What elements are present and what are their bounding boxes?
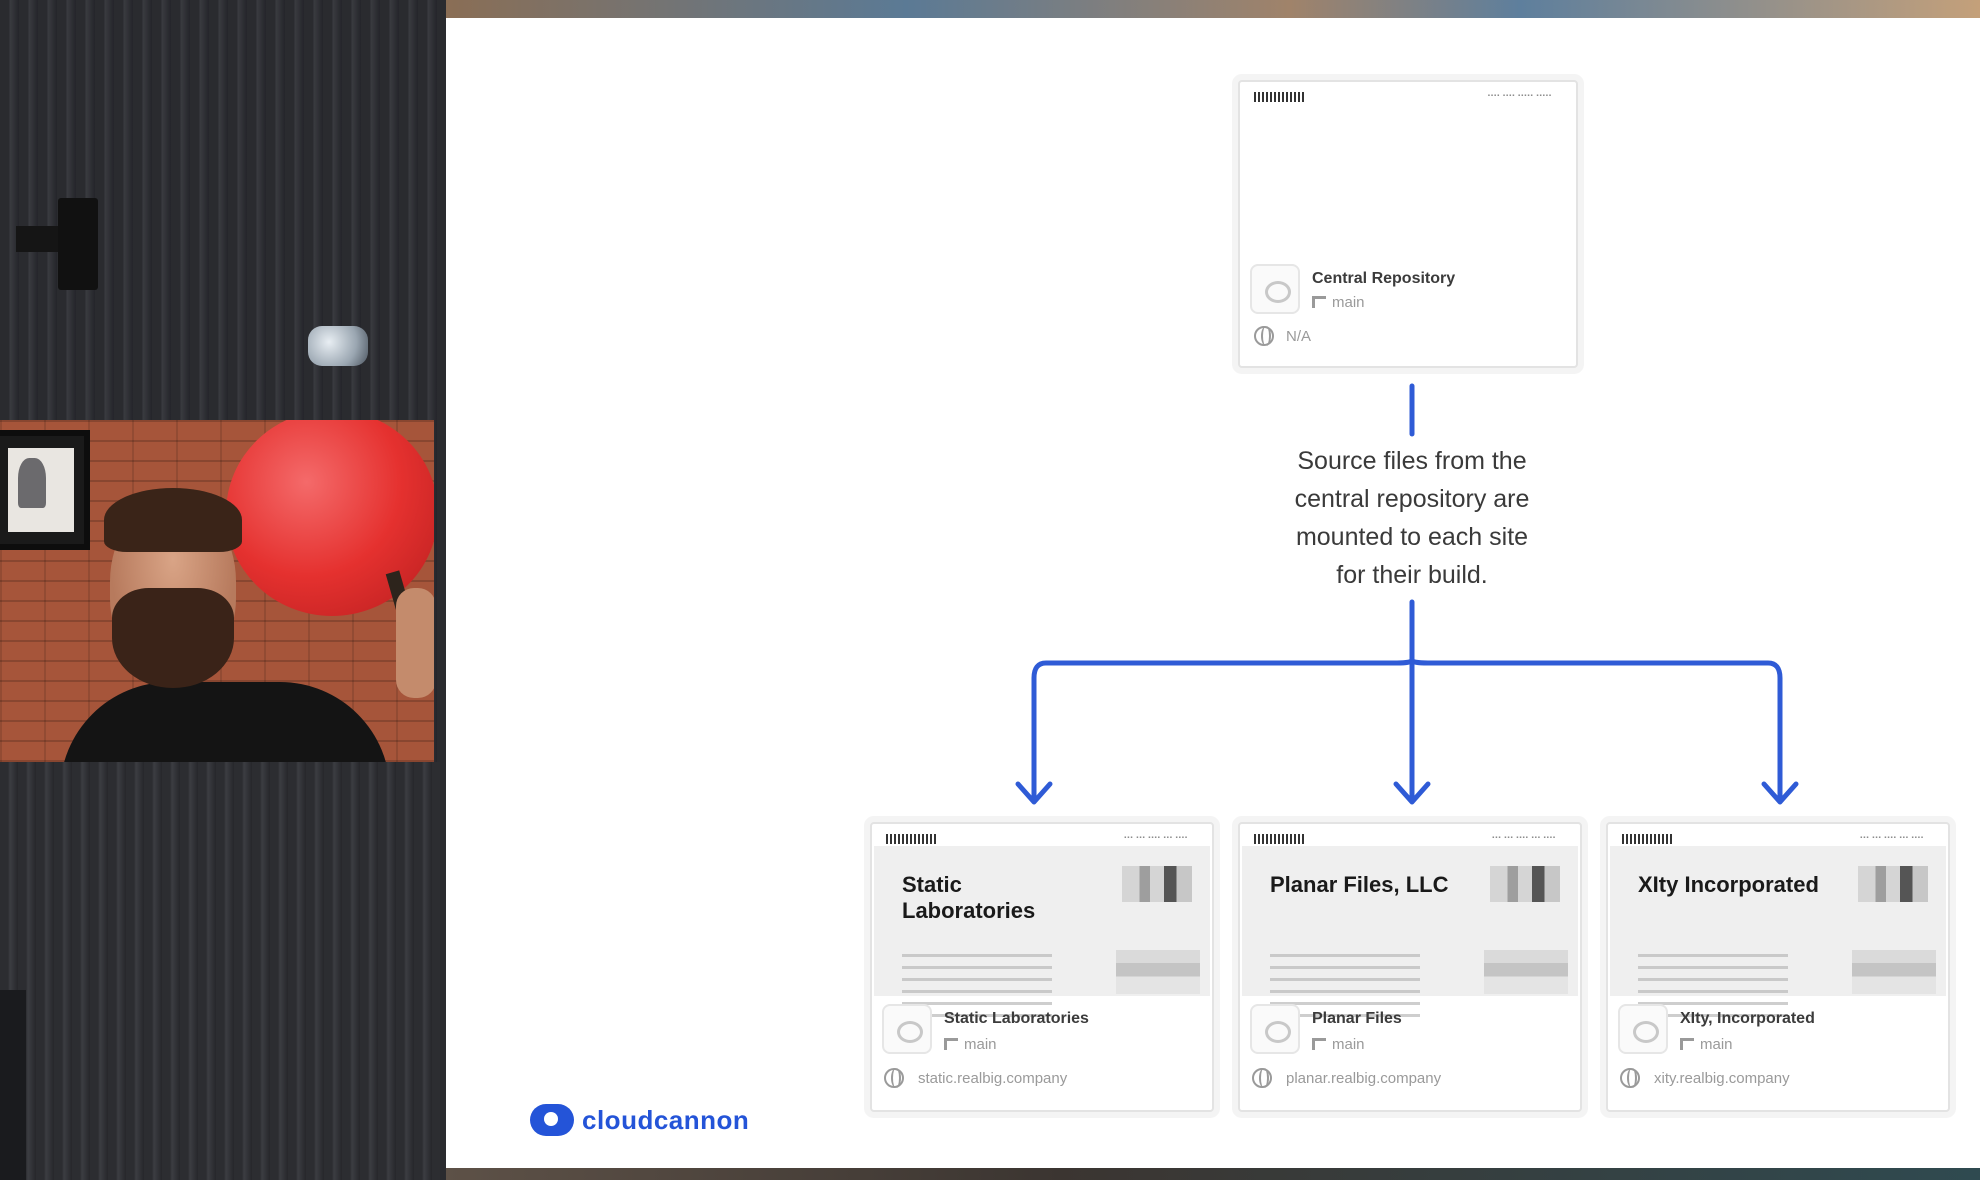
site-nav-bar: ▪▪▪▪ ▪▪▪▪ ▪▪▪▪▪ ▪▪▪▪▪ — [1254, 92, 1562, 108]
branch-name: main — [964, 1036, 997, 1053]
site-url: N/A — [1286, 328, 1312, 345]
site-name: Central Repository — [1312, 270, 1456, 287]
site-name: XIty, Incorporated — [1680, 1010, 1815, 1027]
branch-icon — [944, 1038, 958, 1050]
preview-graphic-lower — [1852, 950, 1936, 994]
branch-name: main — [1332, 294, 1365, 311]
site-card-planar-files[interactable]: ▪▪▪ ▪▪▪ ▪▪▪▪ ▪▪▪ ▪▪▪▪ Planar Files, LLC … — [1238, 822, 1582, 1112]
presenter-hair — [104, 488, 242, 552]
caption-line-4: for their build. — [1336, 561, 1488, 589]
arrowhead-center — [1393, 781, 1431, 805]
branch-name: main — [1332, 1036, 1365, 1053]
video-background-lower — [0, 762, 440, 1180]
site-nav-bar: ▪▪▪ ▪▪▪ ▪▪▪▪ ▪▪▪ ▪▪▪▪ — [1254, 834, 1566, 850]
site-logo-placeholder — [1254, 834, 1304, 844]
presentation-slide: ▪▪▪▪ ▪▪▪▪ ▪▪▪▪▪ ▪▪▪▪▪ Central Repository… — [446, 18, 1980, 1168]
cloudcannon-logo: cloudcannon — [530, 1100, 749, 1140]
site-logo-placeholder — [1622, 834, 1672, 844]
cloudcannon-logo-icon — [530, 1104, 574, 1136]
caption-line-1: Source files from the — [1297, 447, 1527, 475]
preview-graphic — [1122, 866, 1192, 902]
wall-lamp — [58, 198, 98, 290]
site-preview: Planar Files, LLC — [1242, 846, 1578, 1020]
video-background-top-strip — [446, 0, 1980, 18]
nav-links: ▪▪▪ ▪▪▪ ▪▪▪▪ ▪▪▪ ▪▪▪▪ — [1860, 835, 1924, 841]
presenter-shirt — [60, 682, 390, 762]
site-logo-placeholder — [886, 834, 936, 844]
site-name: Planar Files — [1312, 1010, 1402, 1027]
globe-icon — [1620, 1068, 1640, 1088]
preview-title: XIty Incorporated — [1638, 872, 1819, 897]
branch-icon — [1680, 1038, 1694, 1050]
site-name: Static Laboratories — [944, 1010, 1089, 1027]
site-preview: XIty Incorporated — [1610, 846, 1946, 1020]
site-logo-placeholder — [1254, 92, 1304, 102]
site-card-xity-incorporated[interactable]: ▪▪▪ ▪▪▪ ▪▪▪▪ ▪▪▪ ▪▪▪▪ XIty Incorporated … — [1606, 822, 1950, 1112]
site-url: planar.realbig.company — [1286, 1070, 1442, 1087]
branch-icon — [1312, 296, 1326, 308]
preview-graphic-lower — [1484, 950, 1568, 994]
video-background-bottom-strip — [446, 1166, 1980, 1180]
branch-label: main — [1680, 1036, 1733, 1053]
preview-graphic — [1490, 866, 1560, 902]
preview-title: Static Laboratories — [902, 872, 1036, 923]
site-avatar-icon — [882, 1004, 932, 1054]
site-nav-bar: ▪▪▪ ▪▪▪ ▪▪▪▪ ▪▪▪ ▪▪▪▪ — [1622, 834, 1934, 850]
branch-icon — [1312, 1038, 1326, 1050]
stool — [0, 990, 26, 1180]
arrow-branch-right — [1409, 657, 1783, 803]
site-url: xity.realbig.company — [1654, 1070, 1790, 1087]
site-url: static.realbig.company — [918, 1070, 1068, 1087]
central-repository-card[interactable]: ▪▪▪▪ ▪▪▪▪ ▪▪▪▪▪ ▪▪▪▪▪ Central Repository… — [1238, 80, 1578, 368]
nav-links: ▪▪▪ ▪▪▪ ▪▪▪▪ ▪▪▪ ▪▪▪▪ — [1124, 835, 1188, 841]
branch-name: main — [1700, 1036, 1733, 1053]
branch-label: main — [1312, 1036, 1365, 1053]
flow-arrows — [1015, 383, 1799, 805]
caption-line-2: central repository are — [1294, 485, 1530, 513]
site-avatar-icon — [1250, 264, 1300, 314]
globe-icon — [1252, 1068, 1272, 1088]
site-avatar-icon — [1250, 1004, 1300, 1054]
site-preview: Static Laboratories — [874, 846, 1210, 1020]
globe-icon — [1254, 326, 1274, 346]
nav-links: ▪▪▪▪ ▪▪▪▪ ▪▪▪▪▪ ▪▪▪▪▪ — [1487, 93, 1552, 99]
site-avatar-icon — [1618, 1004, 1668, 1054]
wall-lamp-arm — [16, 226, 60, 252]
nav-links: ▪▪▪ ▪▪▪ ▪▪▪▪ ▪▪▪ ▪▪▪▪ — [1492, 835, 1556, 841]
wall-picture-frame — [0, 430, 90, 550]
explanation-caption: Source files from the central repository… — [1222, 442, 1602, 594]
presenter-hand — [396, 588, 434, 698]
arrowhead-left — [1015, 781, 1053, 805]
presenter-beard — [112, 588, 234, 688]
picture-art — [18, 458, 46, 508]
arrowhead-right — [1761, 781, 1799, 805]
site-nav-bar: ▪▪▪ ▪▪▪ ▪▪▪▪ ▪▪▪ ▪▪▪▪ — [886, 834, 1198, 850]
arrow-branch-left — [1031, 657, 1415, 803]
branch-label: main — [944, 1036, 997, 1053]
site-card-static-laboratories[interactable]: ▪▪▪ ▪▪▪ ▪▪▪▪ ▪▪▪ ▪▪▪▪ Static Laboratorie… — [870, 822, 1214, 1112]
preview-graphic-lower — [1116, 950, 1200, 994]
logo-wordmark: cloudcannon — [582, 1104, 750, 1135]
caption-line-3: mounted to each site — [1295, 523, 1529, 551]
security-camera — [308, 326, 368, 366]
preview-graphic — [1858, 866, 1928, 902]
preview-title: Planar Files, LLC — [1270, 872, 1449, 897]
webcam-feed — [0, 420, 434, 762]
branch-label: main — [1312, 294, 1365, 311]
globe-icon — [884, 1068, 904, 1088]
